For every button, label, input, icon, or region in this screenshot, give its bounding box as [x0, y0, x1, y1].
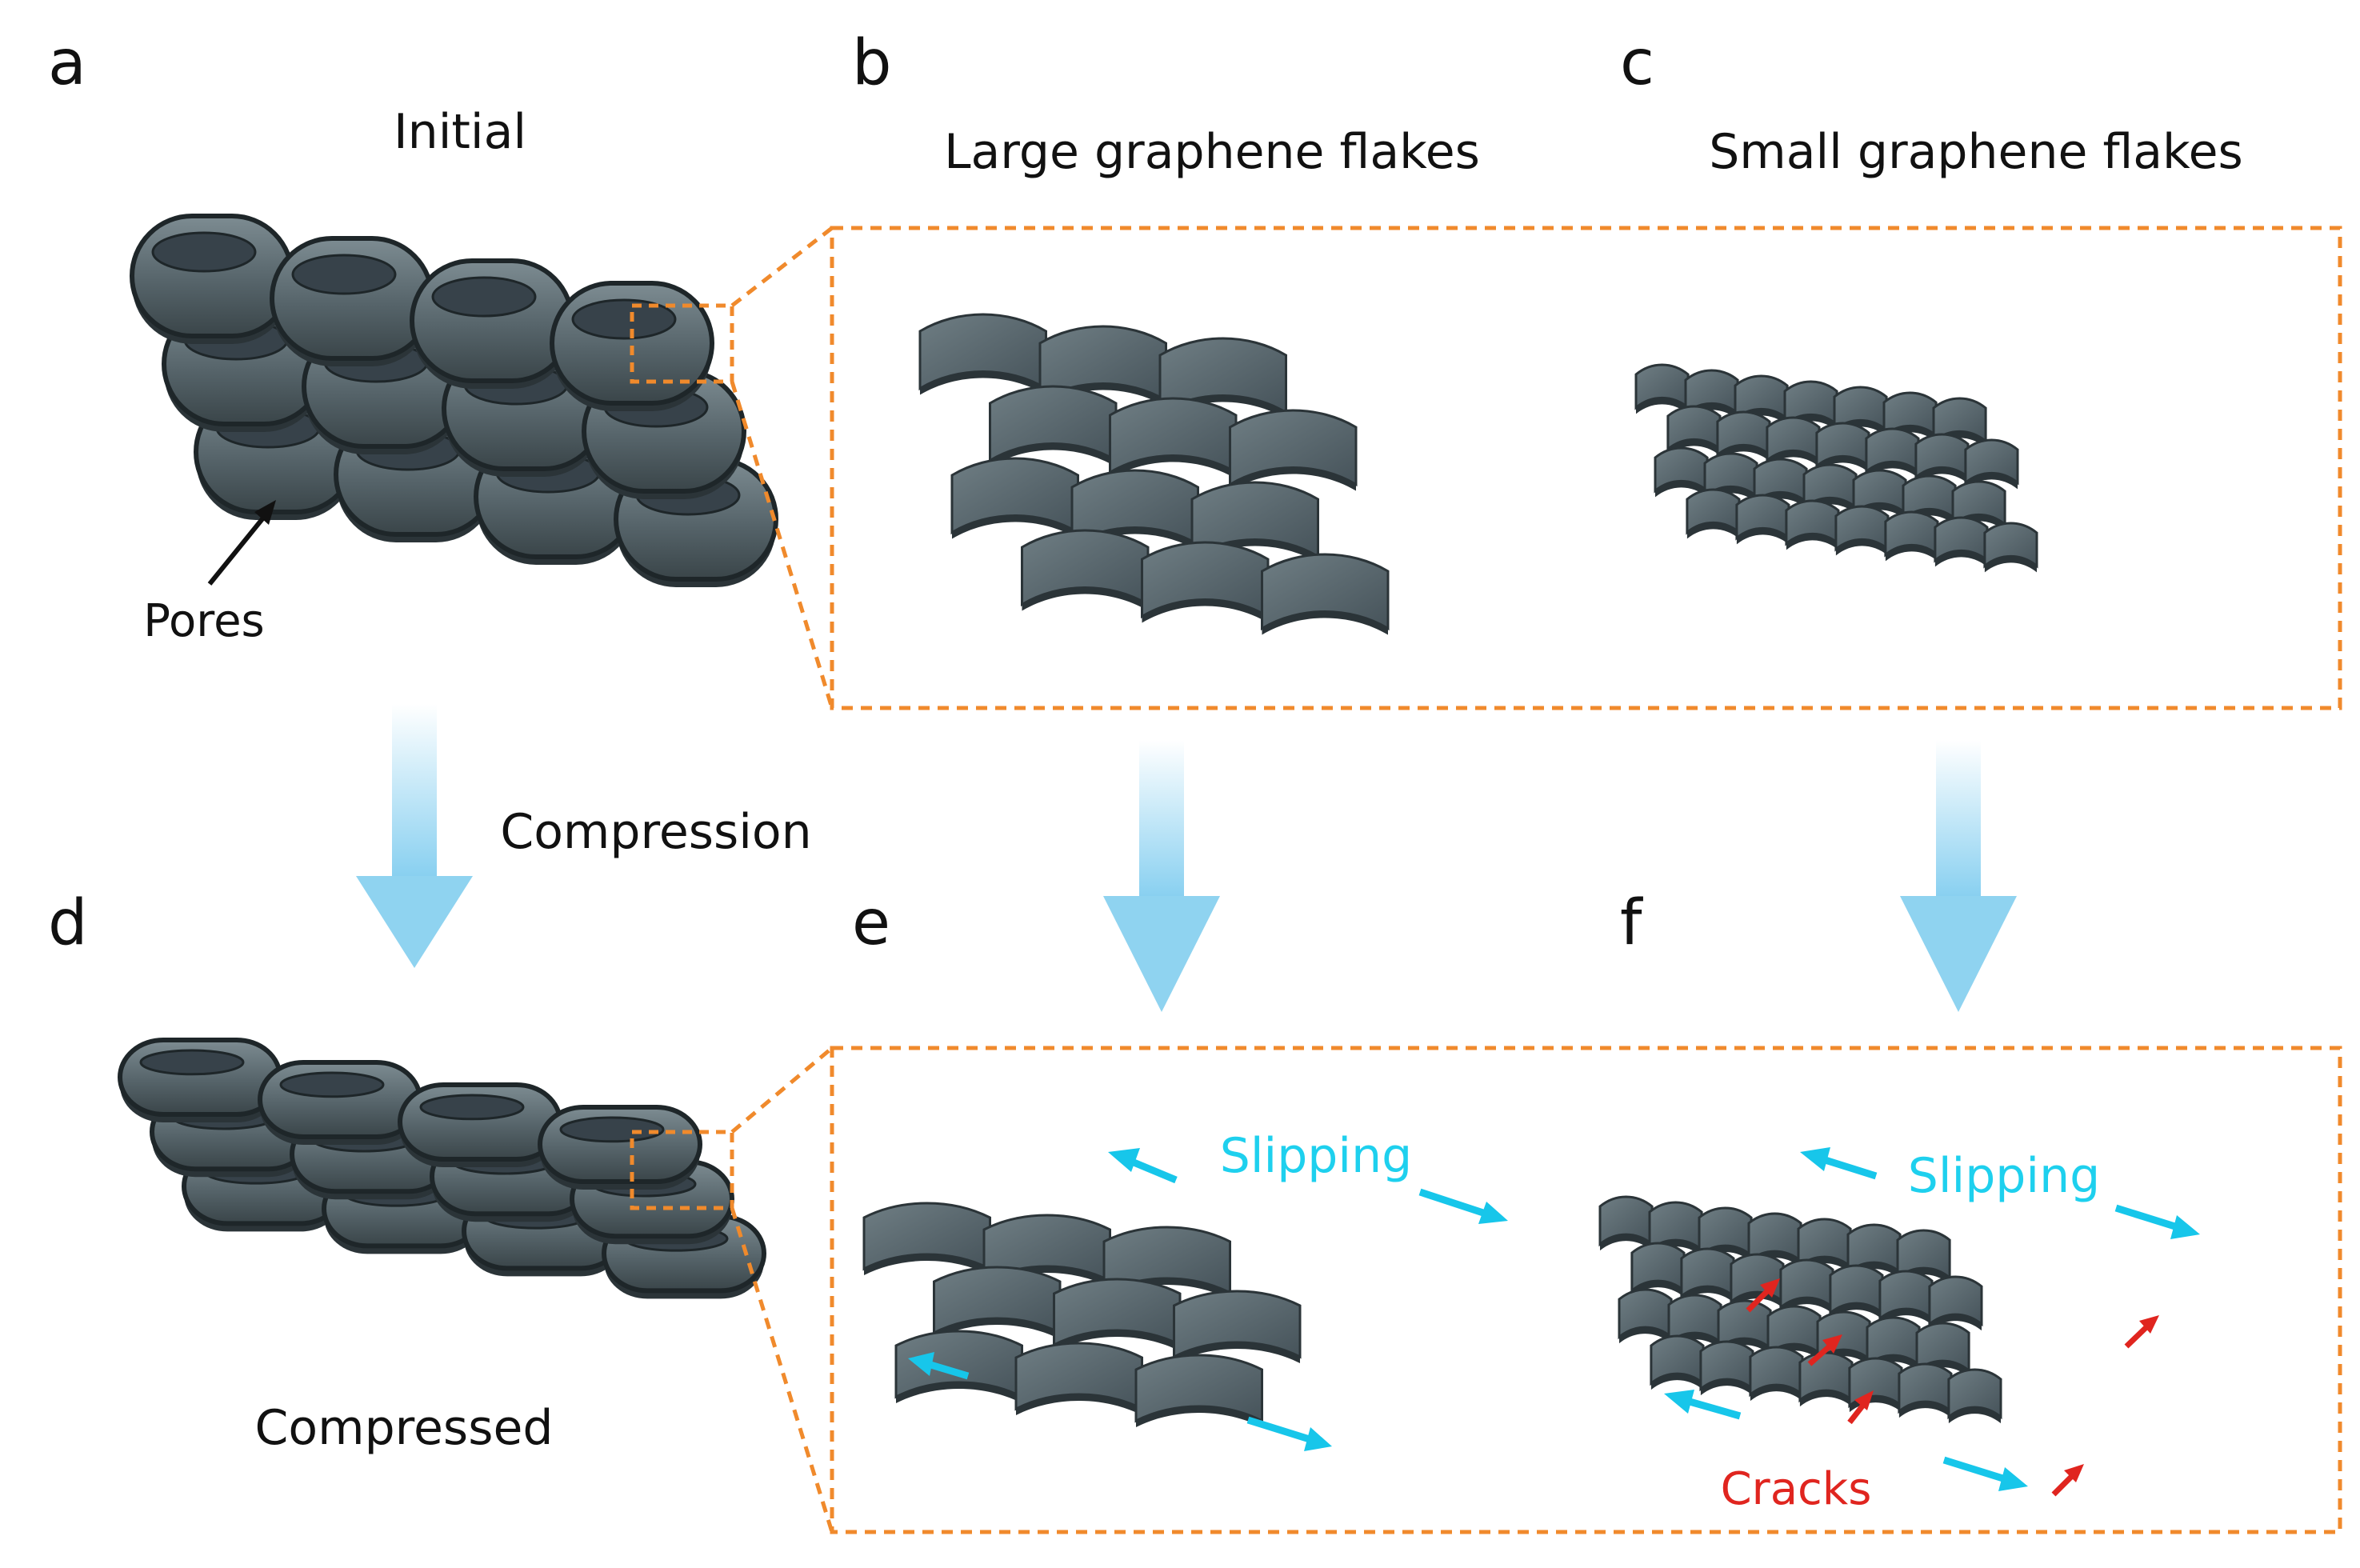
foam-pore — [419, 1094, 525, 1121]
foam-pore — [151, 231, 257, 273]
crack-arrows — [1746, 1278, 2159, 1497]
zoom-box-top — [730, 226, 2342, 710]
slipping-label-small: Slipping — [1908, 1148, 2100, 1204]
graphene-flake — [1947, 1368, 2002, 1420]
compression-label: Compression — [500, 804, 811, 860]
compressed-foam-illustration — [118, 1038, 766, 1299]
graphene-flake — [1229, 409, 1358, 487]
foam-pore — [559, 1116, 665, 1143]
cracks-label: Cracks — [1721, 1463, 1872, 1515]
compression-arrow-middle — [1103, 740, 1220, 1012]
graphene-flake — [1928, 1275, 1983, 1327]
zoom-region-compressed — [630, 1130, 734, 1210]
panel-letter-f: f — [1620, 887, 1643, 959]
foam-pore — [571, 298, 677, 340]
pores-pointer-arrow — [207, 510, 270, 586]
foam-pore — [279, 1071, 385, 1098]
slip-arrows-small — [1664, 1147, 2200, 1491]
compression-arrow-right — [1900, 740, 2017, 1012]
panel-letter-e: e — [852, 887, 890, 959]
large-flakes-illustration — [918, 313, 1390, 635]
zoom-box-bottom — [730, 1046, 2342, 1534]
foam-pore — [431, 276, 537, 318]
panel-letter-c: c — [1620, 27, 1654, 99]
large-flakes-compressed-illustration — [862, 1202, 1302, 1427]
graphene-flake — [1261, 553, 1390, 631]
small-flakes-compressed-illustration — [1598, 1195, 2002, 1424]
graphene-flake — [1964, 438, 2019, 486]
zoom-region-initial — [630, 303, 734, 384]
panel-letter-d: d — [48, 887, 88, 959]
compressed-label: Compressed — [255, 1400, 554, 1456]
pores-label: Pores — [143, 595, 264, 647]
graphene-flake — [1983, 522, 2038, 569]
compression-arrow-left — [356, 704, 473, 968]
small-flakes-illustration — [1634, 363, 2038, 573]
pores-pointer-arrowhead — [254, 500, 276, 525]
panel-letter-a: a — [48, 27, 86, 99]
slipping-label-large: Slipping — [1220, 1128, 1412, 1184]
graphene-flake — [1173, 1290, 1302, 1359]
foam-pore — [139, 1049, 245, 1076]
panel-b-title: Large graphene flakes — [944, 124, 1480, 180]
foam-pore — [291, 254, 397, 295]
panel-letter-b: b — [852, 27, 892, 99]
panel-a-title: Initial — [394, 104, 526, 160]
initial-foam-illustration — [130, 214, 778, 587]
slip-arrows-large — [908, 1148, 1508, 1451]
panel-c-title: Small graphene flakes — [1709, 124, 2243, 180]
